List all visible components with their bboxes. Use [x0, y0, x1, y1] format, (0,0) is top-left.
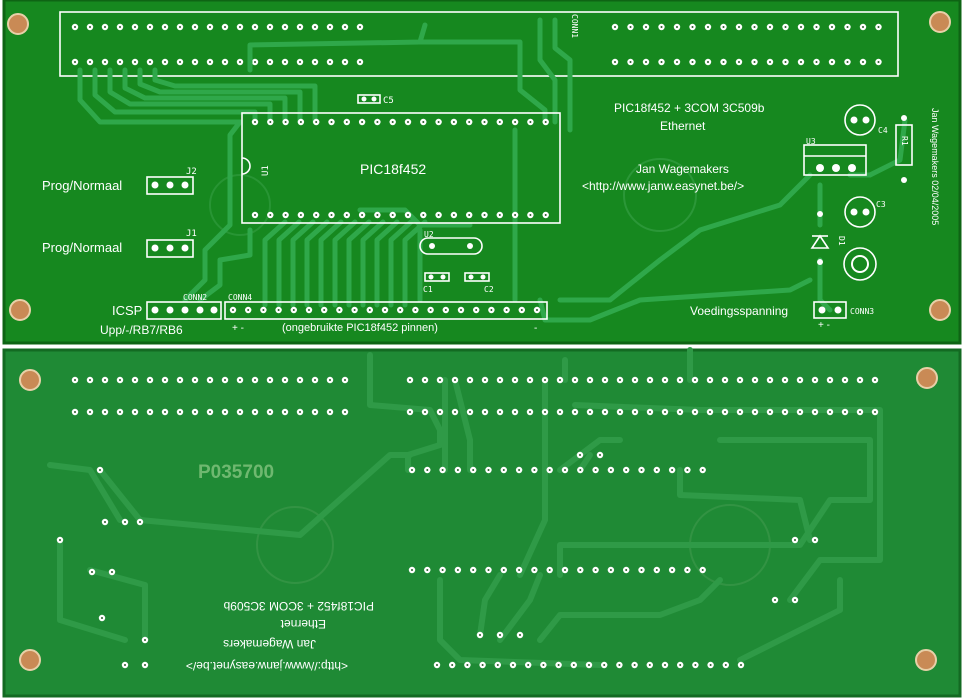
- top-board: [4, 0, 960, 343]
- mirror-title: PIC18f452 + 3COM 3C509b: [223, 599, 374, 613]
- conn1-pads: [71, 23, 882, 66]
- mounting-hole: [19, 369, 41, 391]
- label-u3: U3: [806, 137, 816, 146]
- conn1-outline: [59, 11, 899, 77]
- board-subtitle: Ethernet: [660, 119, 706, 133]
- mirror-author: Jan Wagemakers: [223, 637, 316, 651]
- label-prog-normaal-j1: Prog/Normaal: [42, 240, 122, 255]
- board-title: PIC18f452 + 3COM 3C509b: [614, 101, 765, 115]
- label-ongebruikte: (ongebruikte PIC18f452 pinnen): [282, 322, 438, 334]
- label-upp-rb7-rb6: Upp/-/RB7/RB6: [100, 323, 183, 337]
- label-r1: R1: [900, 136, 909, 146]
- capacitor-large: [843, 247, 877, 281]
- author-url: <http://www.janw.easynet.be/>: [582, 179, 744, 193]
- conn4-pads: [229, 306, 541, 314]
- label-c5: C5: [383, 96, 394, 106]
- label-j2: J2: [186, 167, 197, 177]
- u1-outline: [241, 112, 561, 224]
- label-conn1: CONN1: [570, 14, 579, 38]
- label-conn3-polarity: + -: [818, 320, 830, 331]
- label-icsp: ICSP: [112, 303, 142, 318]
- bottom-traces: [47, 347, 883, 668]
- label-c3: C3: [876, 200, 886, 209]
- mounting-hole: [916, 367, 938, 389]
- label-conn3: CONN3: [850, 307, 874, 316]
- label-c4: C4: [878, 126, 888, 135]
- mounting-hole: [7, 13, 29, 35]
- label-u2: U2: [424, 230, 434, 239]
- mirror-url: <http://www.janw.easynet.be/>: [186, 659, 348, 673]
- label-j1: J1: [186, 229, 197, 239]
- capacitor-c5: [357, 94, 381, 104]
- label-conn4: CONN4: [228, 293, 252, 302]
- mirror-subtitle: Ethernet: [280, 617, 326, 631]
- capacitor-c3: [844, 196, 876, 228]
- chip-label: PIC18f452: [360, 161, 426, 177]
- mounting-hole: [19, 649, 41, 671]
- mirrored-text: <http://www.janw.easynet.be/> Jan Wagema…: [186, 599, 374, 673]
- label-d1: D1: [837, 236, 846, 246]
- board-id: P035700: [198, 462, 274, 483]
- author-name: Jan Wagemakers: [636, 162, 729, 176]
- mounting-hole: [929, 11, 951, 33]
- label-conn2: CONN2: [183, 293, 207, 302]
- crystal-u2: [419, 237, 483, 255]
- author-date: Jan Wagemakers 02/04/2005: [930, 108, 940, 225]
- mounting-hole: [915, 649, 937, 671]
- label-c2: C2: [484, 285, 494, 294]
- mounting-hole: [929, 299, 951, 321]
- capacitor-c4: [844, 104, 876, 136]
- mounting-hole: [9, 299, 31, 321]
- resistor-r1: [895, 124, 913, 166]
- label-plus-minus: + -: [232, 323, 244, 334]
- label-u1: U1: [261, 165, 271, 176]
- label-c1: C1: [423, 285, 433, 294]
- label-minus: -: [534, 323, 537, 334]
- bottom-pads: [56, 376, 879, 669]
- label-prog-normaal-j2: Prog/Normaal: [42, 178, 122, 193]
- diode-d1: [810, 234, 830, 249]
- bus-traces: [262, 219, 428, 308]
- label-voedingsspanning: Voedingsspanning: [690, 304, 788, 318]
- regulator-u3: [803, 144, 867, 176]
- u1-pads: [251, 118, 549, 219]
